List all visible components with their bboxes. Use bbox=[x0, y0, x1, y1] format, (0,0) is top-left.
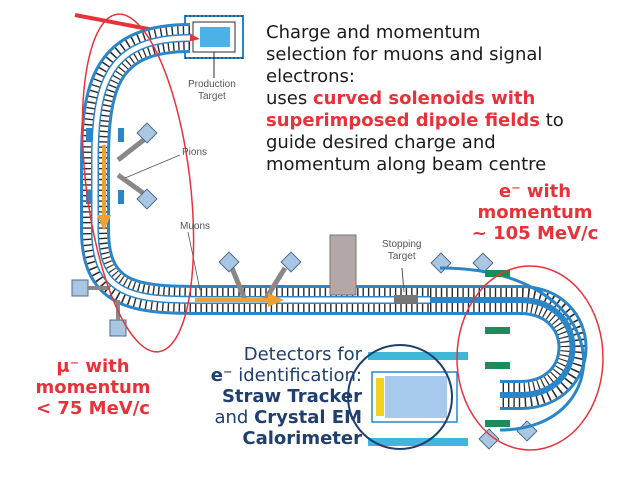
transport-solenoid bbox=[80, 23, 430, 315]
detectors-note: Detectors for e⁻ identification: Straw T… bbox=[210, 344, 362, 449]
production-solenoid bbox=[184, 15, 244, 78]
collimator bbox=[329, 234, 357, 296]
muon-region-highlight bbox=[81, 13, 195, 353]
detector-solenoid bbox=[430, 266, 588, 432]
dipole-blocks bbox=[86, 128, 124, 204]
stopping-target-label: Stopping Target bbox=[382, 239, 422, 262]
electron-momentum-note: e⁻ with momentum ~ 105 MeV/c bbox=[471, 181, 599, 244]
stopping-target bbox=[394, 267, 418, 303]
description-text: Charge and momentum selection for muons … bbox=[266, 22, 564, 175]
pions-label: Pions bbox=[182, 147, 208, 158]
production-target-label: Production Target bbox=[188, 79, 236, 102]
detector-region bbox=[347, 344, 468, 450]
beam-direction-arrows bbox=[97, 145, 284, 307]
electron-region-highlight bbox=[456, 265, 604, 451]
muon-momentum-note: μ⁻ with momentum < 75 MeV/c bbox=[35, 356, 151, 419]
vacuum-ports bbox=[71, 122, 538, 450]
muons-label: Muons bbox=[180, 221, 211, 232]
